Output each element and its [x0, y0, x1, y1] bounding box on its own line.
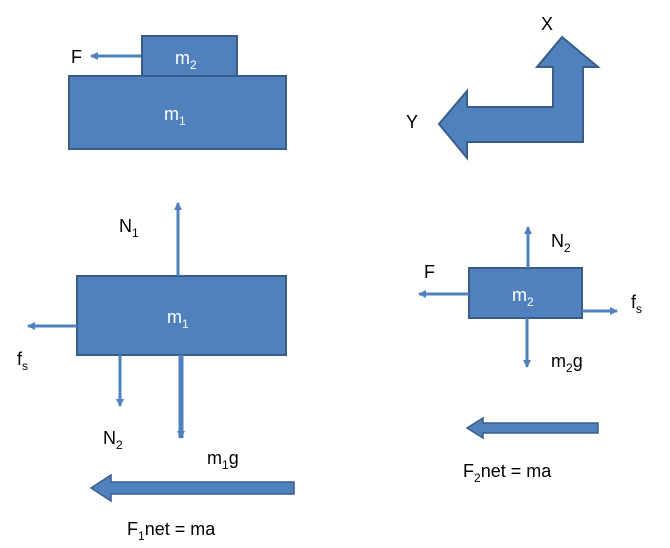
small-block-m2	[141, 35, 238, 77]
fbd2-friction-label: fs	[631, 292, 642, 316]
axis-label-y: Y	[406, 112, 418, 132]
force-label-f-top: F	[71, 47, 82, 67]
fbd2-normal-up-label: N2	[551, 231, 571, 255]
fbd1-weight-label: m1g	[207, 448, 239, 472]
fbd2-block-m2	[468, 267, 583, 319]
large-block-m1	[68, 75, 287, 150]
axes-arrow-shape	[437, 35, 601, 161]
fbd2-block-label: m2	[512, 285, 534, 309]
fbd2-acceleration-arrow	[465, 416, 599, 440]
fbd1-acceleration-arrow	[89, 473, 295, 503]
fbd1-normal-up-label: N1	[119, 216, 139, 240]
fbd1-normal-down-label: N2	[103, 428, 123, 452]
large-block-label: m1	[164, 104, 186, 128]
fbd1-equation: F1net = ma	[127, 519, 216, 543]
fbd2-weight-label: m2g	[551, 351, 583, 375]
fbd1-friction-label: fs	[17, 349, 28, 373]
small-block-label: m2	[175, 48, 197, 72]
fbd1-block-label: m1	[167, 307, 189, 331]
fbd1-block-m1	[76, 275, 287, 356]
fbd2-applied-force-label: F	[424, 262, 435, 282]
fbd2-equation: F2net = ma	[463, 461, 552, 485]
axis-label-x: X	[541, 14, 553, 34]
